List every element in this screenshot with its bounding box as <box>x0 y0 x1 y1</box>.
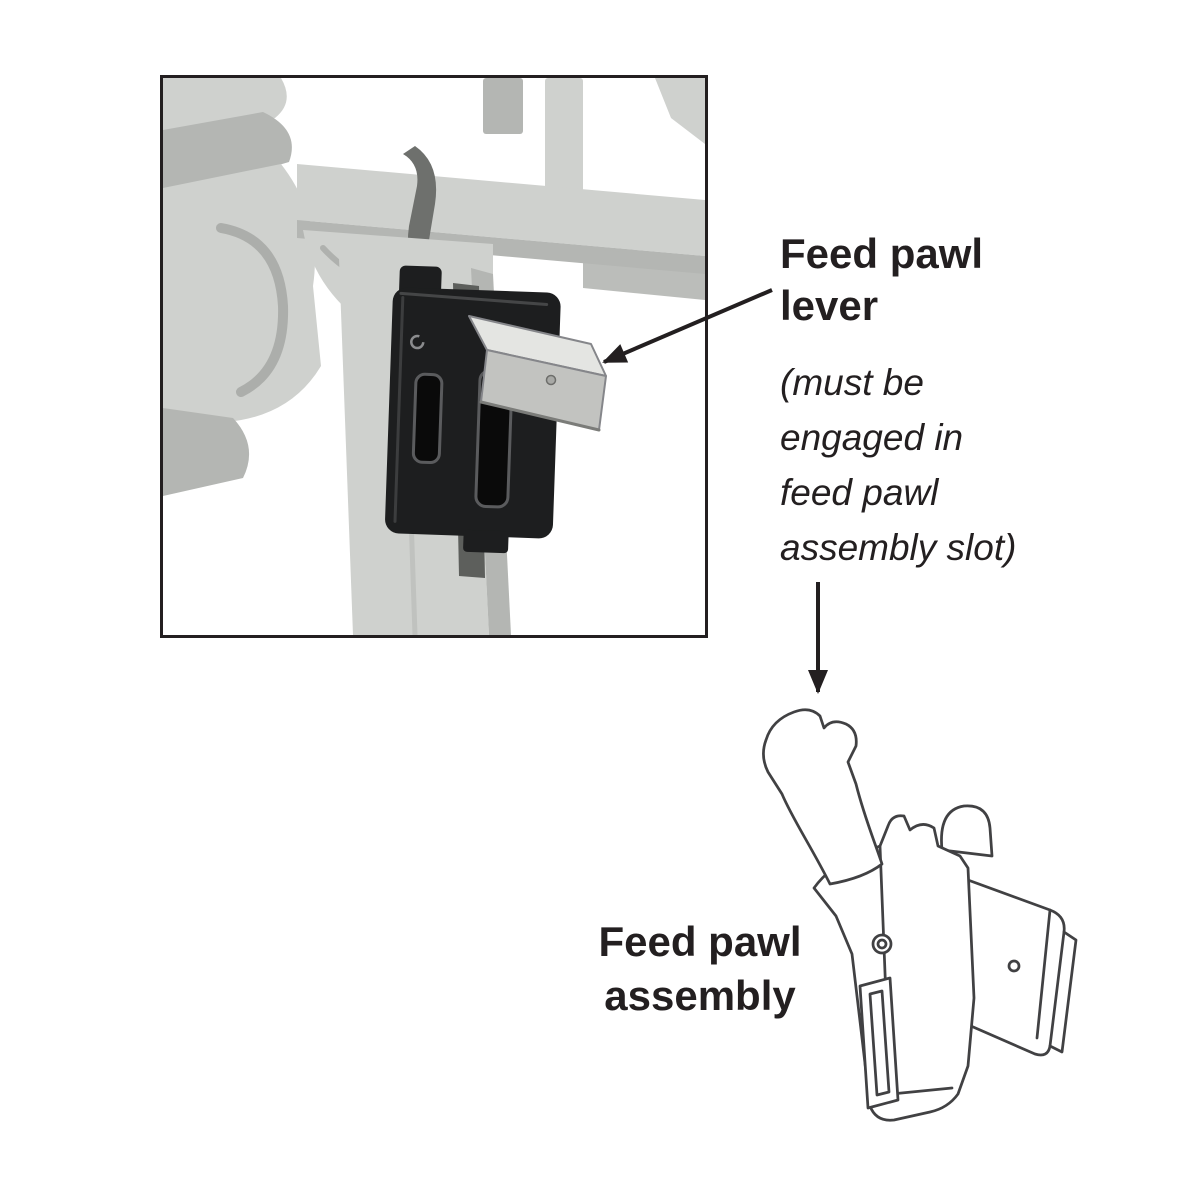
horizontal-rail <box>297 164 705 300</box>
note-line: assembly slot) <box>780 527 1017 568</box>
photo-inset-frame <box>160 75 708 638</box>
upper-plastic-tabs <box>483 78 705 208</box>
feed-pawl-lever-label: Feed pawl lever <box>780 228 983 332</box>
feed-pawl-assembly-label: Feed pawl assembly <box>540 915 860 1023</box>
assembly-label-line: Feed pawl <box>598 918 802 965</box>
plastic-housing-shapes <box>163 78 321 496</box>
assembly-label-line: assembly <box>604 972 796 1019</box>
feed-pawl-lever-note: (must be engaged in feed pawl assembly s… <box>780 355 1016 575</box>
mechanism-photo-illustration <box>163 78 705 635</box>
lever-label-line: lever <box>780 282 879 329</box>
note-line: engaged in <box>780 417 964 458</box>
assembly-body <box>812 814 976 1122</box>
feed-pawl-lever-shape <box>468 315 607 432</box>
lever-label-line: Feed pawl <box>780 230 984 277</box>
assembly-lever-arm <box>762 708 884 886</box>
assembly-rear-notch <box>940 804 994 858</box>
lever-screw <box>545 374 557 386</box>
note-line: (must be <box>780 362 924 403</box>
note-line: feed pawl <box>780 472 939 513</box>
feed-pawl-assembly-drawing <box>762 708 1078 1122</box>
assembly-side-plate <box>946 874 1078 1057</box>
